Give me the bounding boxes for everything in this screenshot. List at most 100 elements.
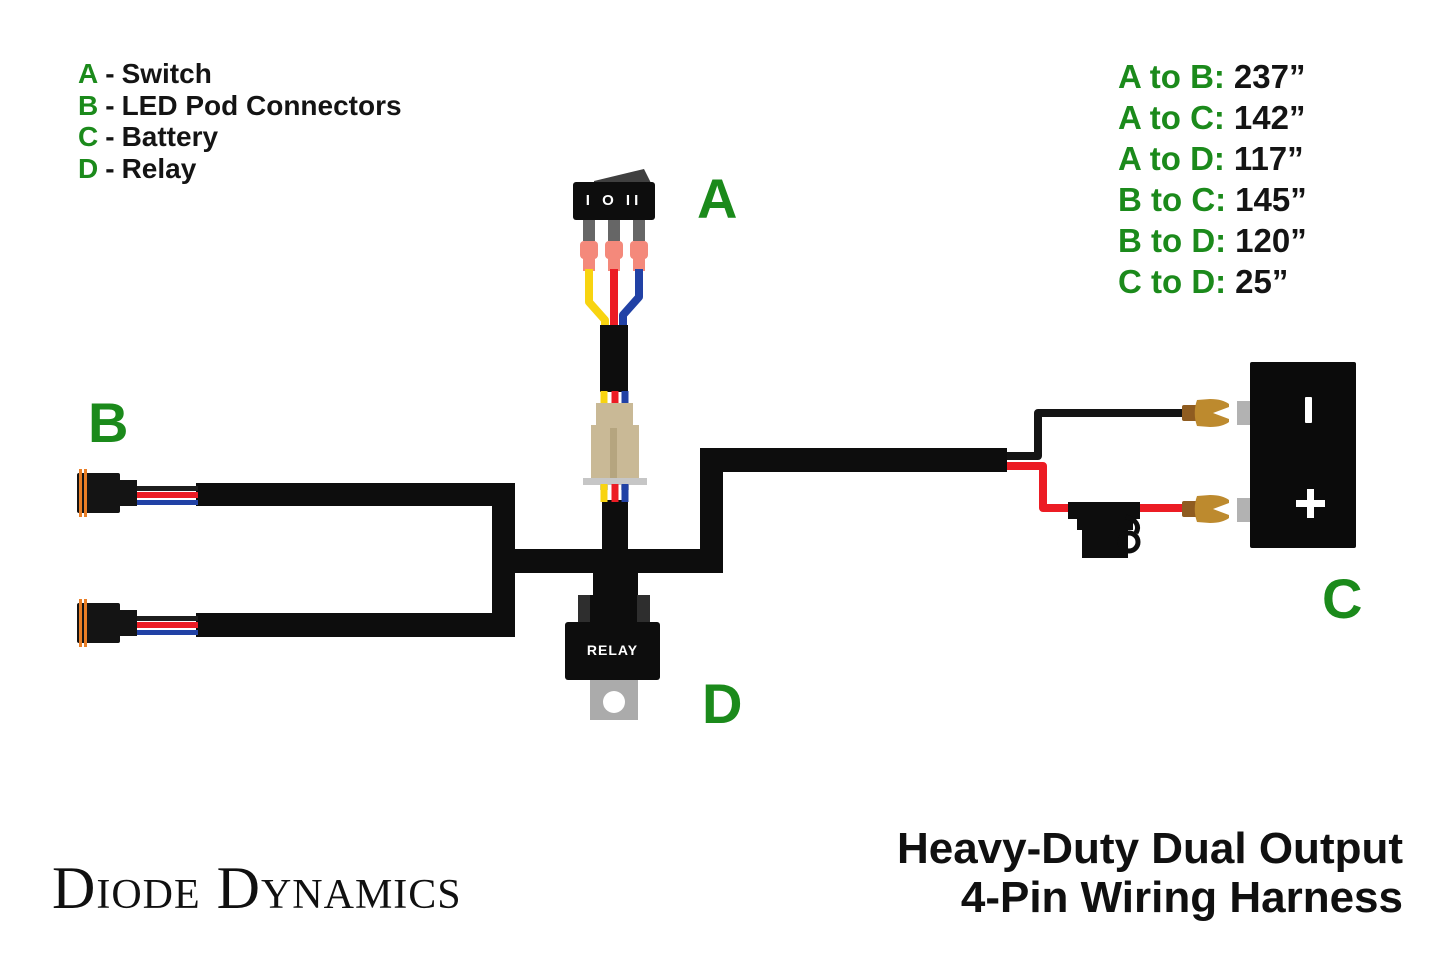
legend-separator: - [105, 89, 115, 121]
wire-length-value: 117” [1233, 140, 1304, 177]
label-battery-C: C [1322, 567, 1363, 630]
pod-connector-snout [120, 480, 137, 506]
fuse-holder [1068, 502, 1141, 558]
relay-box [565, 622, 660, 680]
pod-connector-oring [84, 599, 87, 647]
legend-separator: - [105, 121, 115, 153]
fork-terminal-stem [1182, 501, 1198, 517]
fork-terminal-fork [1194, 495, 1229, 523]
product-title-line2: 4-Pin Wiring Harness [960, 873, 1403, 922]
legend-letter: A [78, 58, 99, 89]
led-pod-connector-bottom [77, 599, 198, 647]
switch-pin [633, 220, 645, 241]
harness-center-arm [492, 549, 723, 573]
plus-vertical-bar [1307, 489, 1314, 518]
relay-mount-hole [603, 691, 625, 713]
battery-negative-symbol [1305, 397, 1312, 423]
rocker-switch [573, 169, 655, 392]
legend: A-Switch B-LED Pod Connectors C-Battery … [78, 58, 402, 184]
label-relay-D: D [702, 672, 743, 735]
legend-label: Relay [121, 152, 197, 184]
led-pod-connector-top [77, 469, 198, 517]
pod-connector-oring [79, 599, 82, 647]
battery-post-positive [1237, 498, 1251, 522]
pod-connector-snout [120, 610, 137, 636]
spade-terminal [605, 241, 623, 259]
battery-wire-red [1007, 462, 1186, 512]
fork-terminal-fork [1194, 399, 1229, 427]
relay-label-text: RELAY [586, 642, 639, 658]
pod-connector-oring [84, 469, 87, 517]
wire-length-pair: B to C: [1118, 181, 1227, 218]
fuse-loop-wire [1125, 514, 1141, 535]
wire-length-pair: B to D: [1118, 222, 1227, 259]
wire-length-value: 145” [1235, 181, 1307, 218]
spade-terminal [630, 241, 648, 259]
wire-length-pair: C to D: [1118, 263, 1227, 300]
spade-terminals [580, 241, 648, 271]
pod-wire-red [137, 492, 198, 498]
pod-connector-body [77, 603, 120, 643]
switch-pin [583, 220, 595, 241]
wire-length-value: 142” [1233, 99, 1306, 136]
wire-length-pair: A to C: [1118, 99, 1225, 136]
wire-length-pair: A to B: [1118, 58, 1225, 95]
relay [565, 595, 660, 720]
wire-length-row: A to C:142” [1118, 97, 1307, 138]
spade-terminal-sleeve [633, 258, 645, 271]
wire-length-row: B to C:145” [1118, 179, 1307, 220]
switch-body [573, 182, 655, 220]
wire-length-list: A to B:237” A to C:142” A to D:117” B to… [1118, 56, 1307, 302]
legend-row: B-LED Pod Connectors [78, 90, 402, 122]
battery-positive-symbol [1296, 489, 1325, 518]
label-pods-B: B [88, 391, 129, 454]
fork-terminal-stem [1182, 405, 1198, 421]
fork-terminal-negative [1182, 399, 1229, 427]
fuse-loop [1117, 530, 1141, 554]
wire-length-row: A to B:237” [1118, 56, 1307, 97]
switch-wire-blue [619, 269, 643, 326]
harness-top-cable [196, 483, 515, 506]
legend-row: C-Battery [78, 121, 402, 153]
product-title-line1: Heavy-Duty Dual Output [896, 824, 1403, 873]
harness-bottom-cable [196, 613, 515, 637]
main-harness [196, 448, 1007, 637]
connector-base-plate [583, 478, 647, 485]
wire-length-value: 120” [1235, 222, 1307, 259]
wire-length-row: A to D:117” [1118, 138, 1307, 179]
switch-wire-yellow [585, 269, 609, 326]
relay-shoulder-right [637, 595, 650, 622]
battery-body [1250, 362, 1356, 548]
legend-label: Switch [121, 58, 212, 89]
legend-letter: B [78, 89, 99, 121]
switch-cable-sleeve [600, 325, 628, 392]
fuse-holder-top [1068, 502, 1140, 519]
pod-wire-blue [137, 630, 198, 635]
harness-right-cable [700, 448, 1007, 472]
pod-connector-body [77, 473, 120, 513]
battery-wire-black [1007, 409, 1186, 460]
battery-post-negative [1237, 401, 1251, 425]
wire-length-row: B to D:120” [1118, 220, 1307, 261]
pod-wire-black [137, 616, 198, 621]
brand-logo: Diode Dynamics [52, 855, 462, 921]
wire-length-value: 25” [1235, 263, 1289, 300]
legend-letter: D [78, 152, 99, 184]
relay-shoulder-left [578, 595, 591, 622]
legend-separator: - [105, 58, 115, 89]
legend-separator: - [105, 152, 115, 184]
fork-terminal-positive [1182, 495, 1229, 523]
legend-letter: C [78, 121, 99, 153]
switch-pin [608, 220, 620, 241]
connector-seam [610, 428, 617, 478]
wire-length-value: 237” [1233, 58, 1306, 95]
pod-wire-red [137, 622, 198, 628]
switch-rocker-lever [594, 169, 651, 184]
wire-length-pair: A to D: [1118, 140, 1225, 177]
four-pin-connector [583, 391, 647, 502]
relay-neck [590, 595, 637, 622]
harness-right-vertical [700, 448, 723, 573]
switch-positions-text: I O II [585, 192, 643, 209]
